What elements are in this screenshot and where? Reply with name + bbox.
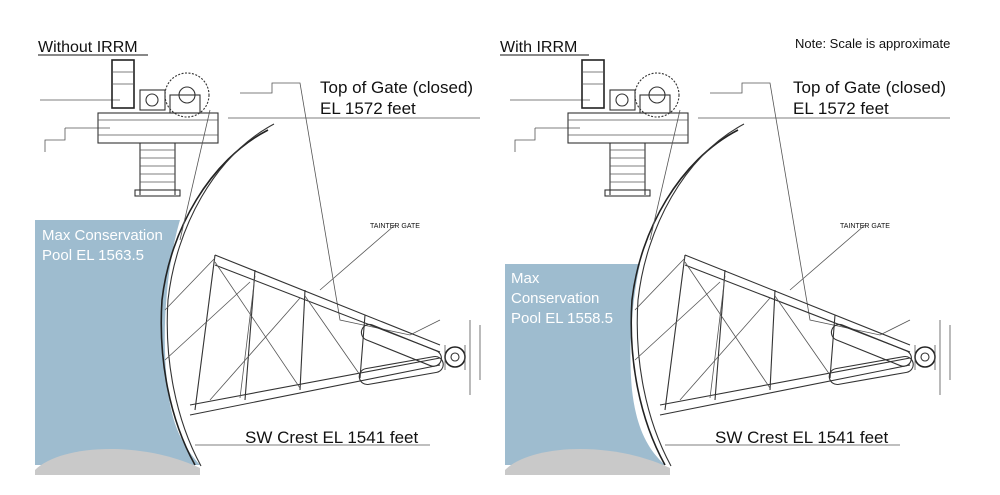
panel-without-irrm: Without IRRM Top of Gate (closed) EL 157… <box>35 39 481 475</box>
crest-label-2: SW Crest EL 1541 feet <box>715 428 889 447</box>
panel-with-irrm: With IRRM Top of Gate (closed) EL 1572 f… <box>500 39 951 475</box>
top-gate-label-1b: EL 1572 feet <box>320 99 416 118</box>
pool-label-2c: Pool EL 1558.5 <box>511 310 613 327</box>
pool-label-2a: Max <box>511 270 540 287</box>
panel-title-1: Without IRRM <box>38 39 138 56</box>
panel-title-2: With IRRM <box>500 39 577 56</box>
top-gate-label-2a: Top of Gate (closed) <box>793 78 946 97</box>
pool-area-2 <box>505 264 665 465</box>
tainter-gate-label-1: TAINTER GATE <box>370 223 420 230</box>
pool-label-2b: Conservation <box>511 290 599 307</box>
ground-2 <box>505 449 670 475</box>
pool-label-1a: Max Conservation <box>42 227 163 244</box>
ground-1 <box>35 449 200 475</box>
top-gate-label-1a: Top of Gate (closed) <box>320 78 473 97</box>
top-gate-label-2b: EL 1572 feet <box>793 99 889 118</box>
pool-area-1 <box>35 220 200 465</box>
tainter-gate-label-2: TAINTER GATE <box>840 223 890 230</box>
scale-note: Note: Scale is approximate <box>795 36 950 51</box>
pool-label-1b: Pool EL 1563.5 <box>42 247 144 264</box>
crest-label-1: SW Crest EL 1541 feet <box>245 428 419 447</box>
